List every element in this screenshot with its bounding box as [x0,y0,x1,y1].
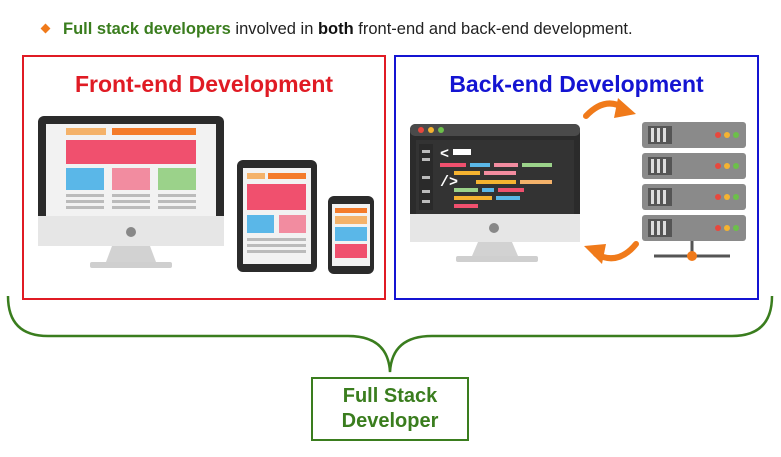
intro-bullet: Full stack developers involved in both f… [40,20,633,39]
full-stack-developer-box: Full Stack Developer [311,377,469,441]
curly-brace-icon [6,295,774,373]
code-monitor-icon: < /> [410,124,580,262]
code-open-tag: < [440,146,449,163]
tablet-icon [237,160,317,272]
bullet-bold: both [317,20,354,38]
full-stack-line-1: Full Stack [342,385,438,407]
smartphone-icon [328,196,374,274]
curved-arrow-icon [584,241,639,264]
server-rack-icon [642,122,746,261]
curved-arrow-icon [583,98,636,119]
bullet-text-2: front-end and back-end development. [353,20,633,38]
code-close-tag: /> [440,174,458,191]
bullet-text-1: involved in [230,20,318,38]
back-end-panel: Back-end Development [394,55,759,300]
desktop-monitor-icon [38,116,224,268]
front-end-panel: Front-end Development [22,55,386,300]
back-end-title: Back-end Development [449,71,704,97]
front-end-title: Front-end Development [74,71,334,97]
full-stack-line-2: Developer [341,410,439,432]
bullet-highlight: Full stack developers [63,20,231,38]
